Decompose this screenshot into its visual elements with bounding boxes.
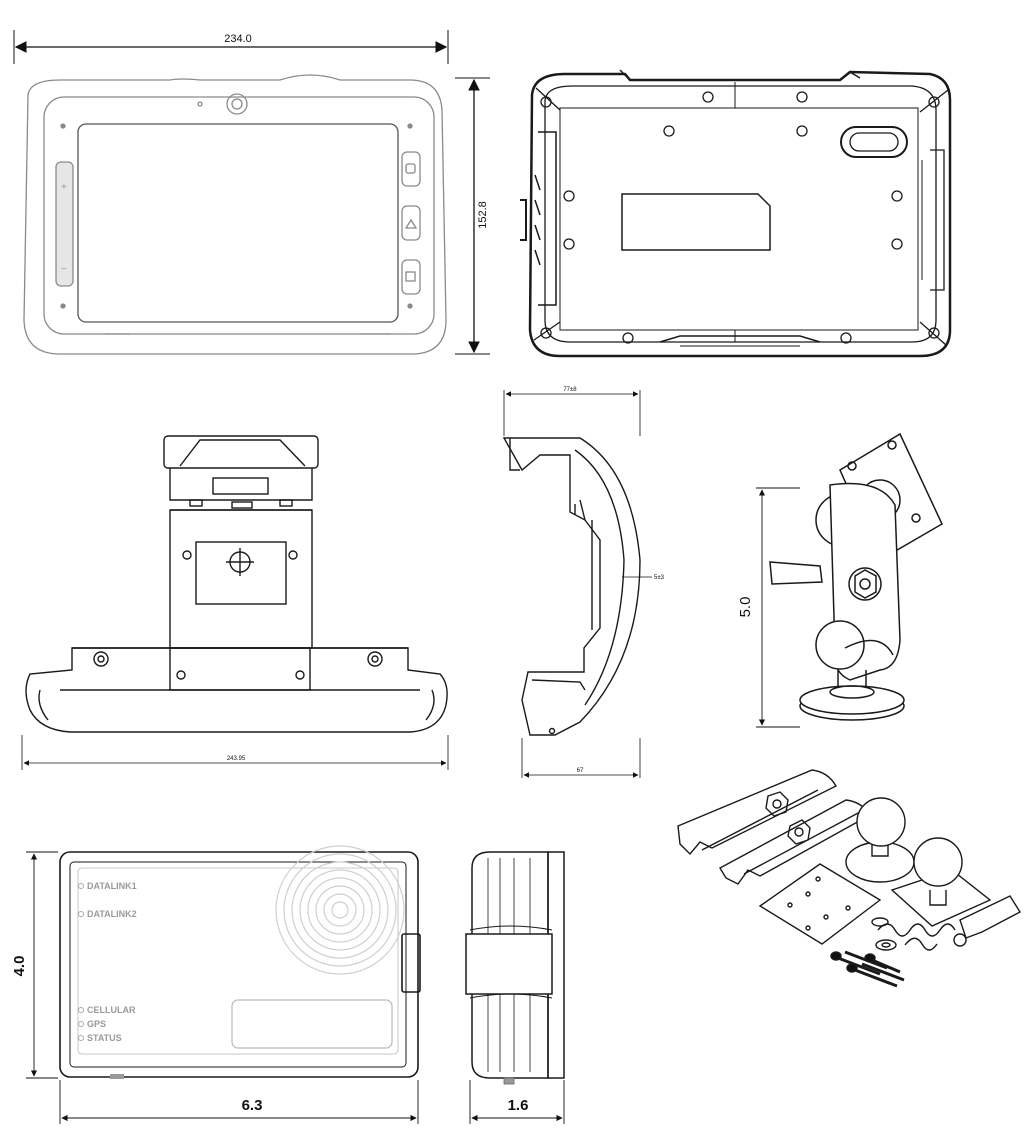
module-width-label: 6.3: [242, 1097, 263, 1114]
led-label-gps: GPS: [87, 1019, 106, 1029]
cradle-bottom-dim-label: 67: [577, 768, 584, 774]
svg-text:−: −: [61, 264, 67, 275]
module-side-view: [466, 852, 564, 1084]
tablet-width-label: 234.0: [224, 33, 252, 45]
module-height-label: 4.0: [11, 956, 28, 977]
cradle-width-label: 243.95: [227, 756, 246, 762]
led-label-cellular: CELLULAR: [87, 1005, 136, 1015]
cradle-width-dimension: 243.95: [22, 735, 448, 770]
cradle-side-view: [504, 438, 640, 735]
module-side-dimension: 1.6: [470, 1080, 564, 1124]
mount-height-label: 5.0: [737, 597, 754, 618]
led-label-datalink1: DATALINK1: [87, 881, 137, 891]
tablet-front-view: + −: [24, 75, 446, 354]
ram-mount-assembled: [770, 434, 942, 720]
cradle-front-view: [26, 436, 447, 732]
ram-mount-parts: [678, 770, 1020, 986]
cradle-depth-label: 77±8: [563, 387, 577, 393]
tablet-back-view: [520, 70, 950, 356]
led-label-status: STATUS: [87, 1033, 122, 1043]
tablet-height-dimension: 152.8: [455, 78, 490, 354]
cradle-side-dimensions: 77±8 5±3 67: [504, 387, 665, 778]
tablet-width-dimension: 234.0: [14, 30, 448, 64]
mount-height-dimension: 5.0: [737, 488, 800, 727]
module-led-labels: DATALINK1 DATALINK2 CELLULAR GPS STATUS: [87, 881, 137, 1043]
cradle-small-dim-label: 5±3: [654, 575, 665, 581]
module-depth-label: 1.6: [508, 1097, 529, 1114]
tablet-height-label: 152.8: [477, 201, 489, 229]
svg-text:+: +: [61, 182, 67, 193]
led-label-datalink2: DATALINK2: [87, 909, 137, 919]
